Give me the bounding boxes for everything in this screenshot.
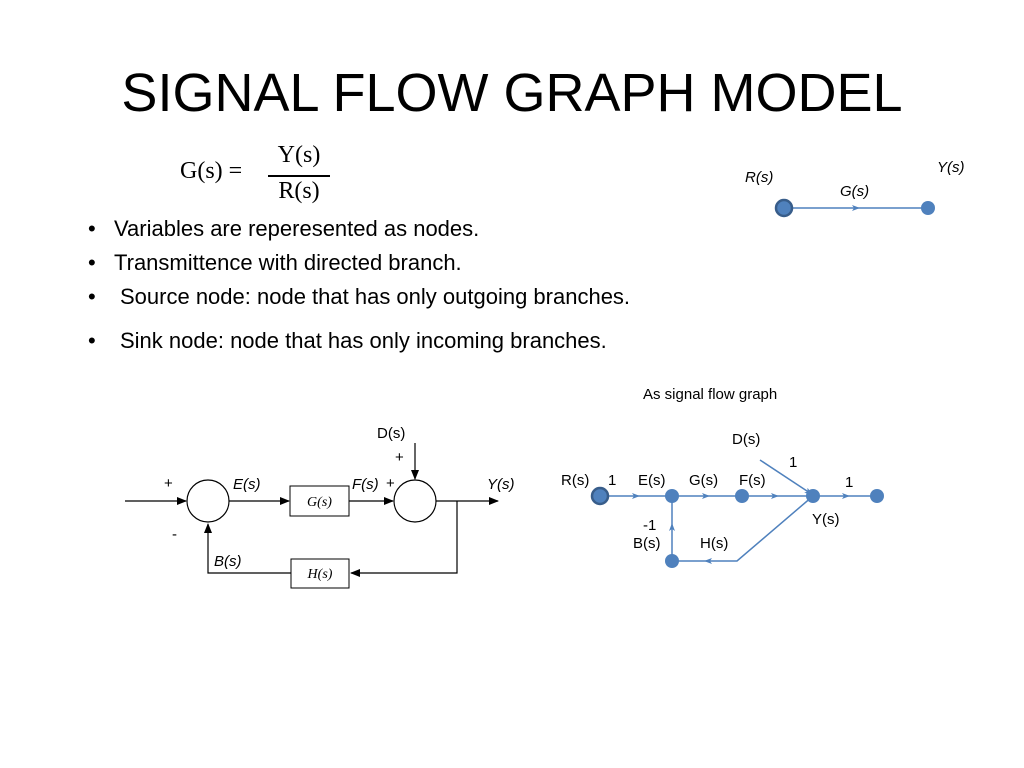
bullet-item: Transmittence with directed branch. <box>88 248 630 282</box>
mini-branch-arrow-icon <box>852 205 860 211</box>
formula-numerator: Y(s) <box>277 142 321 168</box>
sfg-feedback-arrow-icon <box>704 558 712 564</box>
sfg-f-label: F(s) <box>739 472 766 489</box>
sfg-arrow-icon <box>842 493 850 499</box>
mini-sink-label: Y(s) <box>937 159 965 176</box>
bullet-list: Variables are reperesented as nodes. Tra… <box>88 214 630 360</box>
signal-flow-graph: As signal flow graph R(s) 1 E(s) G(s) F(… <box>561 386 884 568</box>
sfg-node-y1 <box>806 489 820 503</box>
sfg-node-e <box>665 489 679 503</box>
feedback-minus-sign: - <box>172 526 177 543</box>
mini-source-node <box>774 198 794 218</box>
bullet-item: Source node: node that has only outgoing… <box>88 282 630 316</box>
mini-sink-node <box>921 201 935 215</box>
sfg-feedback-branch <box>672 495 814 562</box>
forward-block <box>289 485 350 517</box>
mini-source-label: R(s) <box>745 169 773 186</box>
y-label: Y(s) <box>487 476 515 493</box>
transfer-function-formula: G(s) = Y(s) R(s) <box>180 138 330 210</box>
sfg-node-y2 <box>870 489 884 503</box>
block-diagram: G(s) H(s) + - + + E(s) F(s) Y(s) B(s) D(… <box>125 425 515 589</box>
sfg-disturbance-branch <box>759 459 813 495</box>
formula-lhs: G(s) = <box>180 158 243 184</box>
input-plus-sign: + <box>164 475 173 492</box>
sfg-b-arrow-icon <box>669 523 675 531</box>
sfg-node-b <box>665 554 679 568</box>
sfg-b-label: B(s) <box>633 535 661 552</box>
sfg-r-label: R(s) <box>561 472 589 489</box>
sfg-arrow-icon <box>632 493 640 499</box>
mini-signal-flow-graph: R(s) Y(s) G(s) <box>745 159 965 218</box>
bullet-item: Variables are reperesented as nodes. <box>88 214 630 248</box>
sfg-node-r <box>590 486 610 506</box>
disturbance-plus-sign: + <box>395 449 404 466</box>
fraction-bar <box>268 175 330 177</box>
summing-junction-1 <box>186 479 230 523</box>
sfg-gain-1-label: 1 <box>608 472 616 489</box>
sfg-arrow-icon <box>702 493 710 499</box>
sfg-arrow-icon <box>771 493 779 499</box>
sfg-caption: As signal flow graph <box>643 386 777 403</box>
feedback-path-top <box>350 501 458 577</box>
feedback-path-bottom <box>204 523 291 574</box>
feedback-block-label: H(s) <box>307 567 333 582</box>
sfg-node-f <box>735 489 749 503</box>
sfg-d-label: D(s) <box>732 431 760 448</box>
sfg-out-gain-label: 1 <box>845 474 853 491</box>
mini-branch-label: G(s) <box>840 183 869 200</box>
sfg-y-label: Y(s) <box>812 511 840 528</box>
formula-denominator: R(s) <box>278 178 320 204</box>
d-label: D(s) <box>377 425 405 442</box>
e-label: E(s) <box>233 476 261 493</box>
sfg-d-gain-label: 1 <box>789 454 797 471</box>
summing-junction-2 <box>393 479 437 523</box>
sfg-neg-gain-label: -1 <box>643 517 656 534</box>
f-label: F(s) <box>352 476 379 493</box>
bullet-item: Sink node: node that has only incoming b… <box>88 326 630 360</box>
sfg-e-label: E(s) <box>638 472 666 489</box>
f-plus-sign: + <box>386 475 395 492</box>
forward-block-label: G(s) <box>307 495 332 510</box>
sfg-g-label: G(s) <box>689 472 718 489</box>
sfg-h-label: H(s) <box>700 535 728 552</box>
b-label: B(s) <box>214 553 242 570</box>
page-title: SIGNAL FLOW GRAPH MODEL <box>121 63 903 123</box>
